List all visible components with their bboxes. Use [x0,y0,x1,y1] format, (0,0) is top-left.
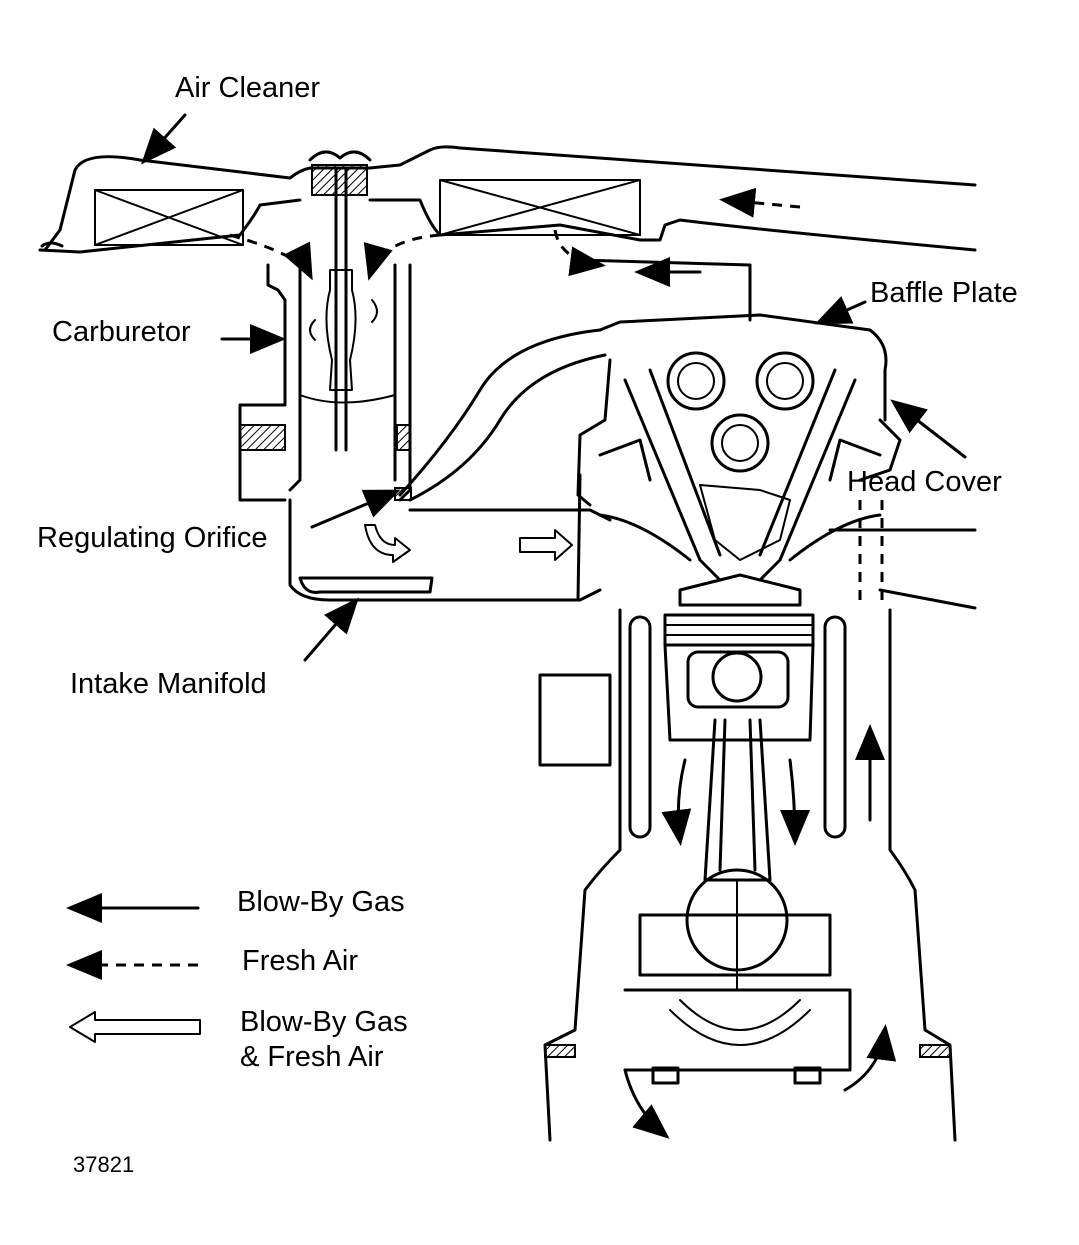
right-filter-element [439,179,641,236]
left-filter-element [94,189,244,246]
regulating-orifice-label: Regulating Orifice [37,522,268,554]
air-cleaner-label: Air Cleaner [175,72,321,104]
figure-number: 37821 [73,1152,135,1177]
flow-arrows [229,187,897,1139]
head-cover-label: Head Cover [847,466,1002,498]
legend-hollow-arrow [69,1011,201,1043]
cylinder-head [576,313,977,610]
pcv-hose [394,328,607,502]
head-cover-callout [890,399,967,459]
carburetor-body [238,168,412,502]
wing-nut [308,150,372,162]
intake-manifold-callout [303,597,359,662]
legend-blowby-label: Blow-By Gas [237,886,405,918]
air-cleaner-callout [141,113,187,165]
baffle-plate-label: Baffle Plate [870,277,1018,309]
legend-mixed-label-2: & Fresh Air [240,1041,384,1073]
carburetor-label: Carburetor [52,316,191,348]
baffle-plate-callout [814,296,867,325]
legend-symbols [66,893,201,1043]
callout-lines [141,113,967,662]
air-cleaner-housing [38,145,977,254]
regulating-orifice-callout [310,489,401,529]
legend-mixed-label-1: Blow-By Gas [240,1006,408,1038]
legend-fresh-air-label: Fresh Air [242,945,359,977]
intake-manifold-label: Intake Manifold [70,668,267,700]
engine-block [538,608,957,1142]
